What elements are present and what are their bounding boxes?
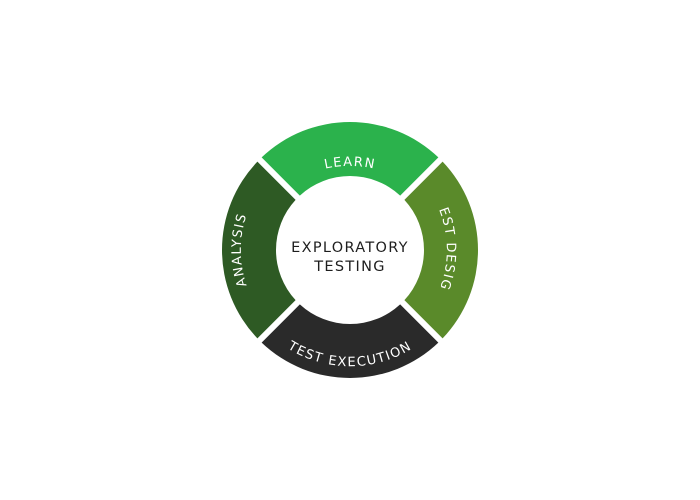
learn-segment — [261, 121, 439, 196]
test-execution-segment — [261, 304, 439, 378]
test-design-segment — [404, 161, 478, 339]
center-title-line-2: TESTING — [313, 259, 386, 275]
svg-text:ANALYSIS: ANALYSIS — [230, 211, 251, 289]
analysis-segment — [222, 161, 296, 339]
center-title-line-1: EXPLORATORY — [291, 240, 409, 256]
svg-text:LEARN: LEARN — [323, 155, 377, 173]
analysis-label: ANALYSIS — [230, 211, 249, 289]
learn-label: LEARN — [323, 155, 375, 173]
ring — [222, 121, 478, 378]
